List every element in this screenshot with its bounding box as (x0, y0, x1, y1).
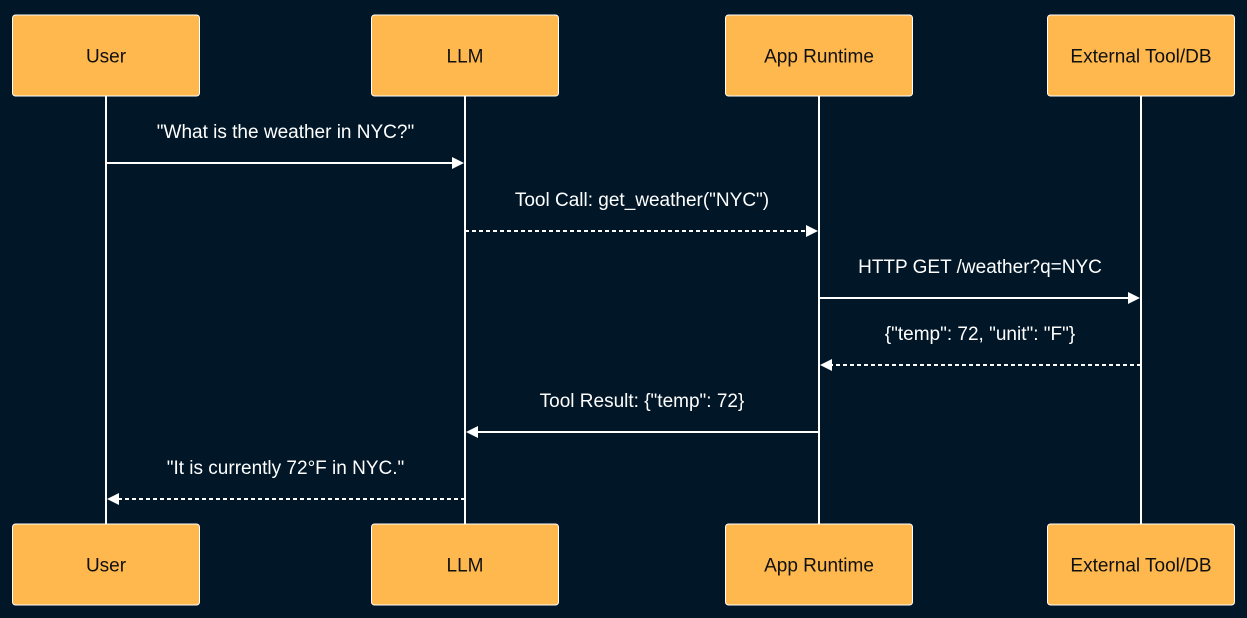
participant-user-bottom: User (12, 523, 200, 606)
participant-box (12, 14, 200, 97)
participant-tool-top: External Tool/DB (1047, 14, 1235, 97)
participant-runtime-bottom: App Runtime (725, 523, 913, 606)
participant-box (1047, 14, 1235, 97)
participant-label: External Tool/DB (1070, 556, 1211, 577)
message-2: Tool Call: get_weather("NYC") (465, 190, 818, 237)
message-label: "What is the weather in NYC?" (157, 122, 414, 143)
participant-runtime-top: App Runtime (725, 14, 913, 97)
message-1: "What is the weather in NYC?" (106, 122, 464, 169)
message-3: HTTP GET /weather?q=NYC (819, 257, 1140, 304)
arrowhead (452, 157, 464, 169)
message-label: "It is currently 72°F in NYC." (167, 458, 405, 479)
participant-tool-bottom: External Tool/DB (1047, 523, 1235, 606)
participant-label: App Runtime (764, 556, 874, 577)
arrowhead (820, 359, 832, 371)
participant-box (725, 523, 913, 606)
participant-label: User (86, 556, 127, 577)
participants-top: User LLM App Runtime External Tool/DB (12, 14, 1235, 97)
message-6: "It is currently 72°F in NYC." (107, 458, 465, 505)
arrowhead (466, 426, 478, 438)
arrowhead (107, 493, 119, 505)
participant-box (12, 523, 200, 606)
participant-label: App Runtime (764, 47, 874, 68)
participant-label: LLM (447, 47, 484, 68)
arrowhead (1128, 292, 1140, 304)
participant-llm-bottom: LLM (371, 523, 559, 606)
message-label: Tool Call: get_weather("NYC") (515, 190, 769, 211)
participant-llm-top: LLM (371, 14, 559, 97)
message-5: Tool Result: {"temp": 72} (466, 391, 819, 438)
arrowhead (806, 225, 818, 237)
message-4: {"temp": 72, "unit": "F"} (820, 324, 1141, 371)
participant-box (371, 523, 559, 606)
participant-box (725, 14, 913, 97)
messages: "What is the weather in NYC?" Tool Call: … (106, 122, 1141, 505)
message-label: {"temp": 72, "unit": "F"} (885, 324, 1075, 345)
participant-box (1047, 523, 1235, 606)
message-label: Tool Result: {"temp": 72} (540, 391, 745, 412)
participant-user-top: User (12, 14, 200, 97)
participant-label: External Tool/DB (1070, 47, 1211, 68)
message-label: HTTP GET /weather?q=NYC (858, 257, 1102, 278)
participants-bottom: User LLM App Runtime External Tool/DB (12, 523, 1235, 606)
participant-label: LLM (447, 556, 484, 577)
lifelines (105, 96, 1142, 524)
participant-box (371, 14, 559, 97)
participant-label: User (86, 47, 127, 68)
